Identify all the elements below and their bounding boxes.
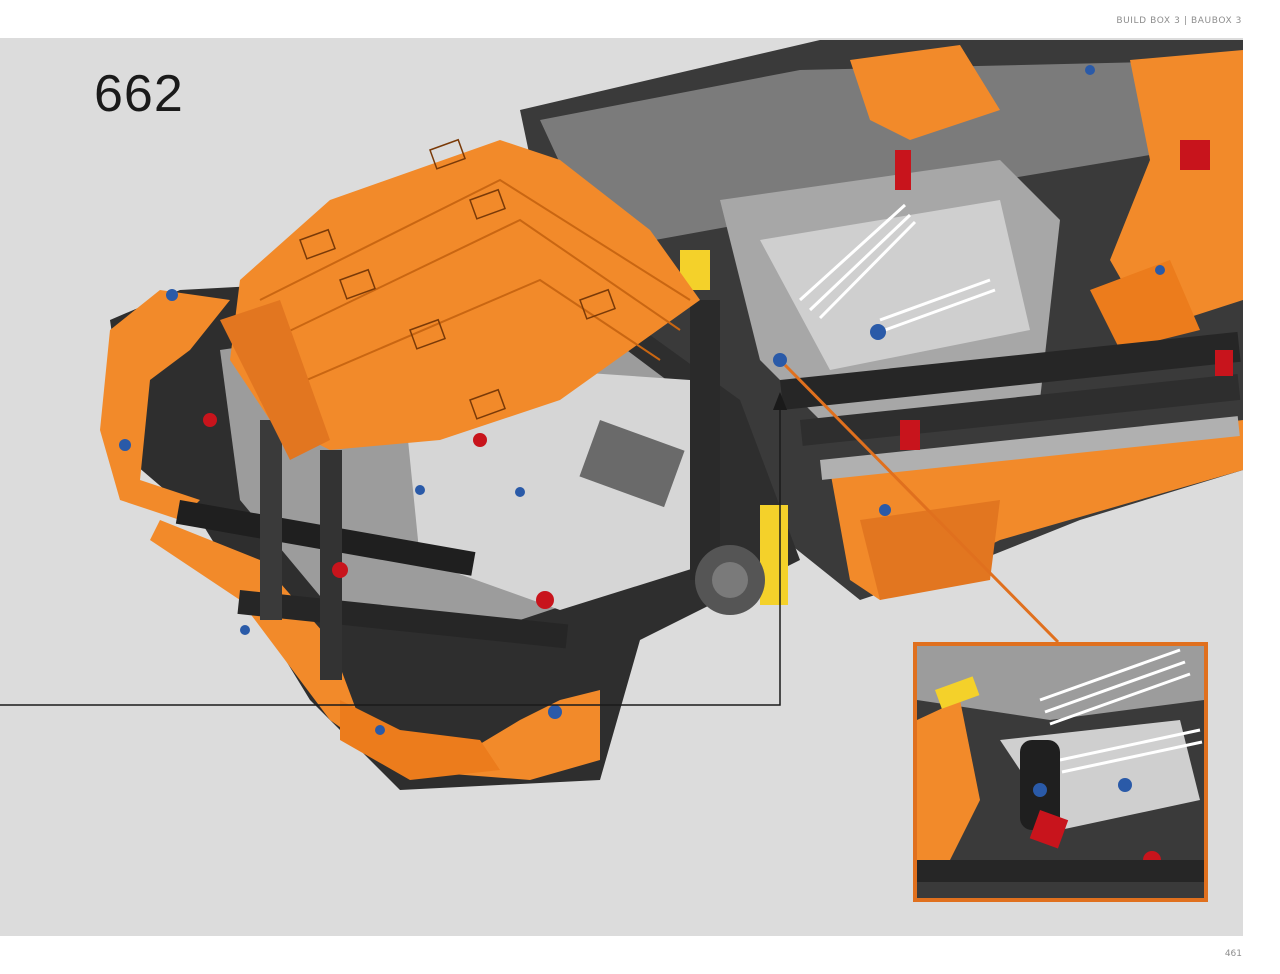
detail-callout: [913, 642, 1208, 902]
arrow-up-icon: [773, 392, 787, 410]
page-number: 461: [1224, 949, 1242, 959]
book-section-label: BUILD BOX 3 | BAUBOX 3: [1116, 16, 1242, 26]
callout-connector: [783, 363, 1060, 644]
assembly-arrow-line: [0, 400, 781, 706]
orange-hood: [220, 138, 700, 460]
step-number: 662: [94, 65, 184, 123]
blue-pins: [119, 65, 1165, 735]
